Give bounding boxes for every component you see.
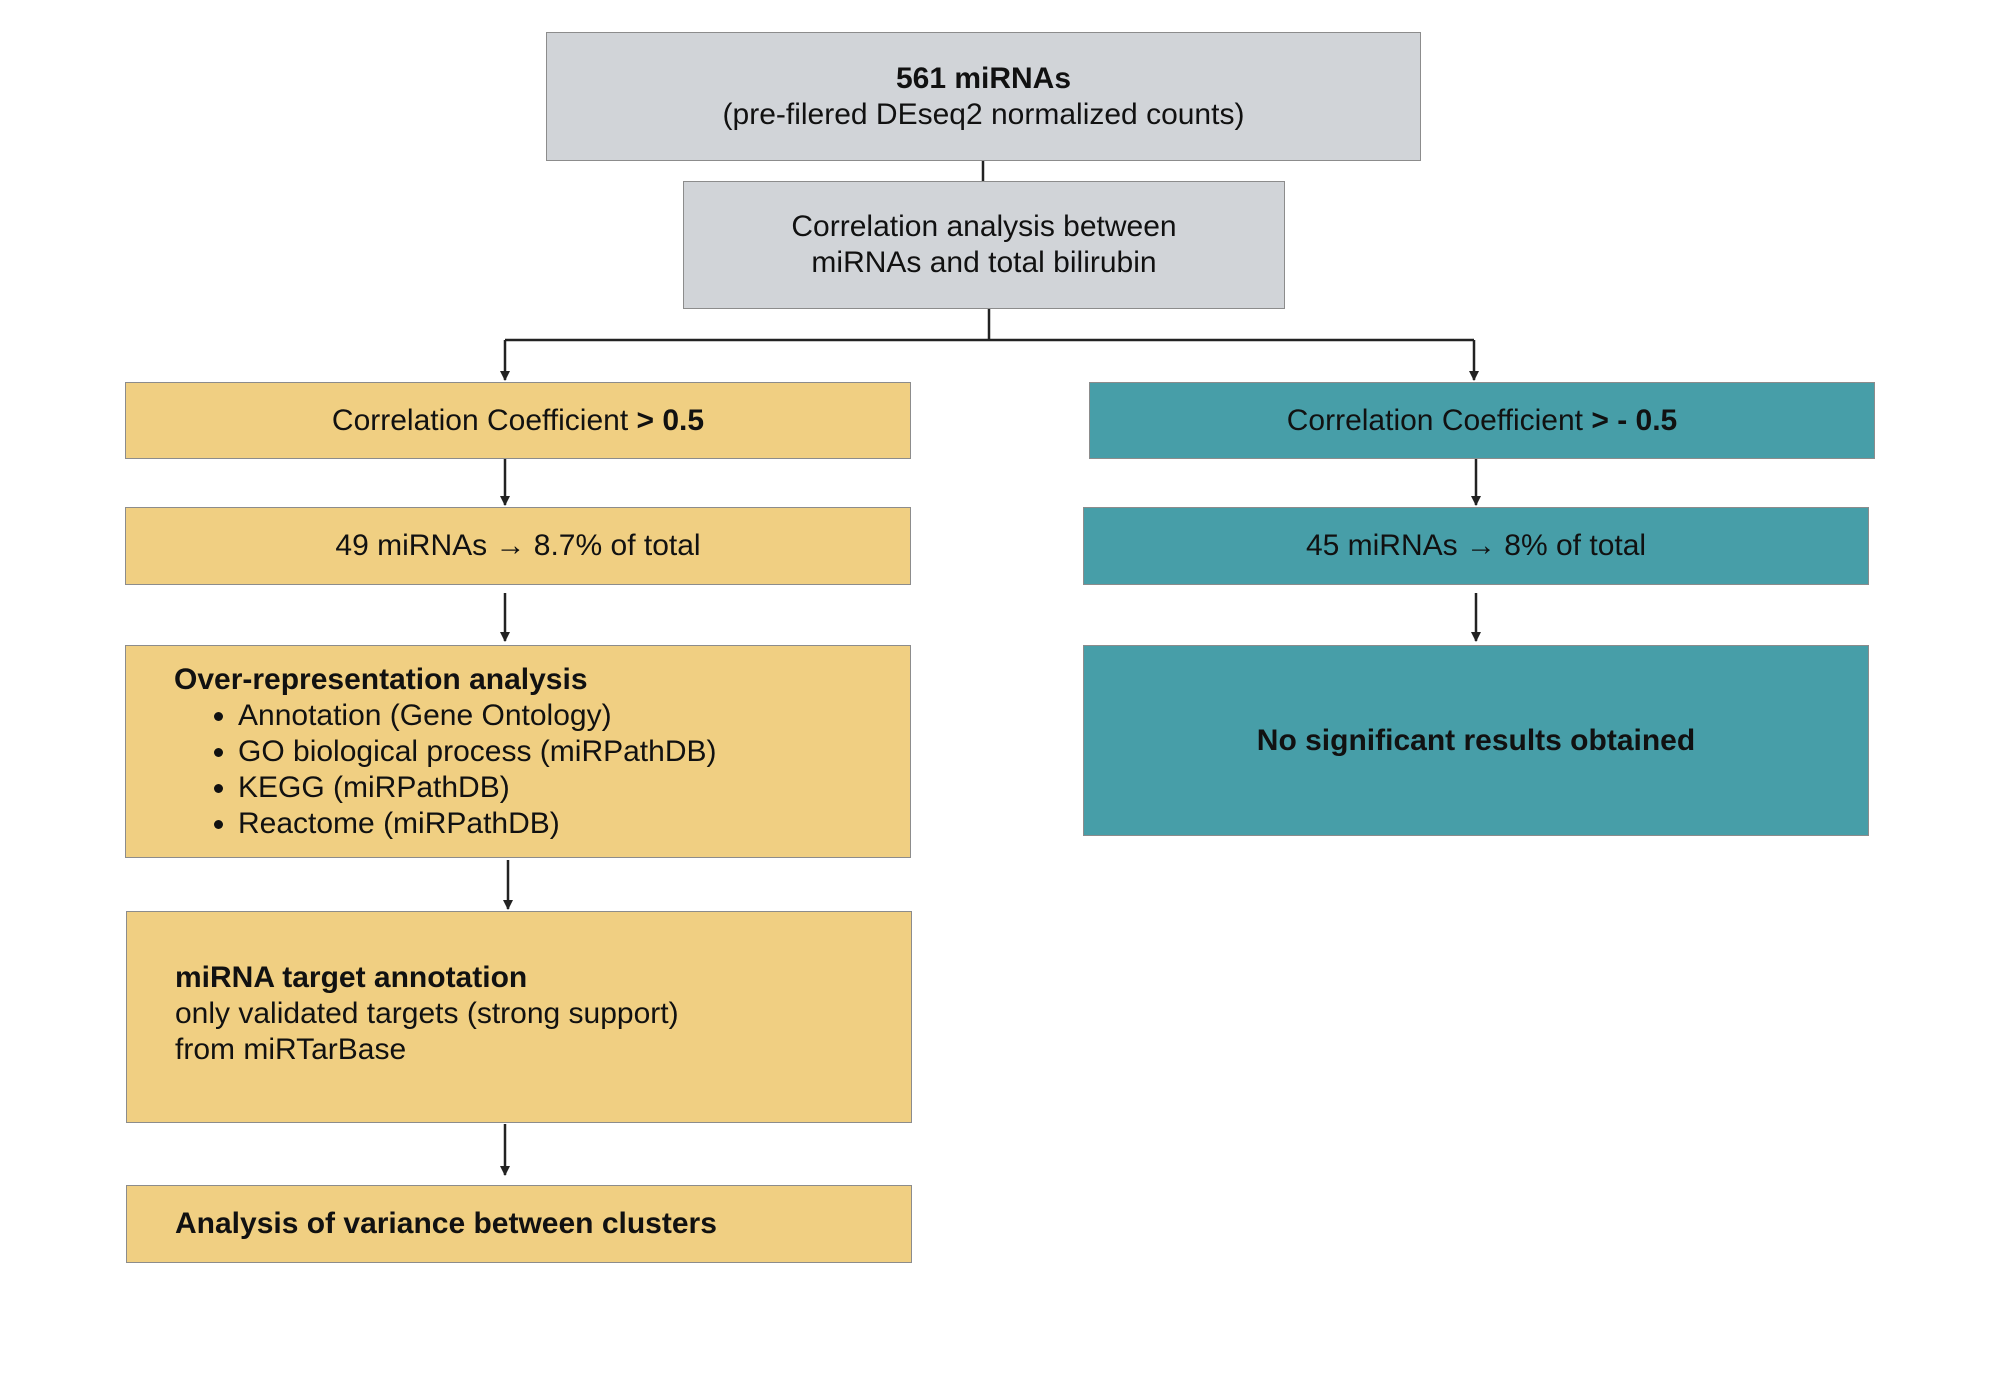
right-criterion-label: Correlation Coefficient — [1286, 403, 1584, 437]
top-box-title: 561 miRNAs — [895, 61, 1072, 95]
right-result-text: No significant results obtained — [1256, 723, 1696, 757]
variance-box: Analysis of variance between clusters — [126, 1185, 912, 1263]
correlation-box-line1: Correlation analysis between — [791, 210, 1177, 243]
variance-text: Analysis of variance between clusters — [175, 1207, 717, 1240]
target-annotation-box: miRNA target annotation only validated t… — [126, 911, 912, 1123]
right-result-box: No significant results obtained — [1083, 645, 1869, 836]
right-count-box: 45 miRNAs → 8% of total — [1083, 507, 1869, 585]
ora-list: Annotation (Gene Ontology) GO biological… — [174, 698, 717, 842]
ora-item: Reactome (miRPathDB) — [238, 806, 717, 842]
correlation-analysis-box: Correlation analysis between miRNAs and … — [683, 181, 1285, 309]
target-annotation-line2: from miRTarBase — [175, 1033, 407, 1066]
top-box-subtitle: (pre-filered DEseq2 normalized counts) — [722, 97, 1245, 131]
correlation-box-line2: miRNAs and total bilirubin — [811, 246, 1157, 279]
left-count-text: 49 miRNAs → 8.7% of total — [335, 529, 701, 562]
top-box: 561 miRNAs (pre-filered DEseq2 normalize… — [546, 32, 1421, 161]
right-criterion-text: Correlation Coefficient > - 0.5 — [1287, 403, 1678, 439]
right-count-text: 45 miRNAs → 8% of total — [1305, 529, 1647, 562]
left-criterion-value: > 0.5 — [636, 403, 705, 437]
target-annotation-title: miRNA target annotation — [175, 961, 528, 994]
ora-title: Over-representation analysis — [174, 662, 588, 696]
left-count-box: 49 miRNAs → 8.7% of total — [125, 507, 911, 585]
ora-item: Annotation (Gene Ontology) — [238, 698, 717, 734]
left-criterion-label: Correlation Coefficient — [331, 403, 629, 437]
left-criterion-box: Correlation Coefficient > 0.5 — [125, 382, 911, 459]
left-criterion-text: Correlation Coefficient > 0.5 — [332, 403, 704, 439]
ora-item: KEGG (miRPathDB) — [238, 770, 717, 806]
right-criterion-value: > - 0.5 — [1591, 403, 1678, 437]
ora-box: Over-representation analysis Annotation … — [125, 645, 911, 858]
target-annotation-line1: only validated targets (strong support) — [175, 997, 679, 1030]
right-criterion-box: Correlation Coefficient > - 0.5 — [1089, 382, 1875, 459]
ora-item: GO biological process (miRPathDB) — [238, 734, 717, 770]
